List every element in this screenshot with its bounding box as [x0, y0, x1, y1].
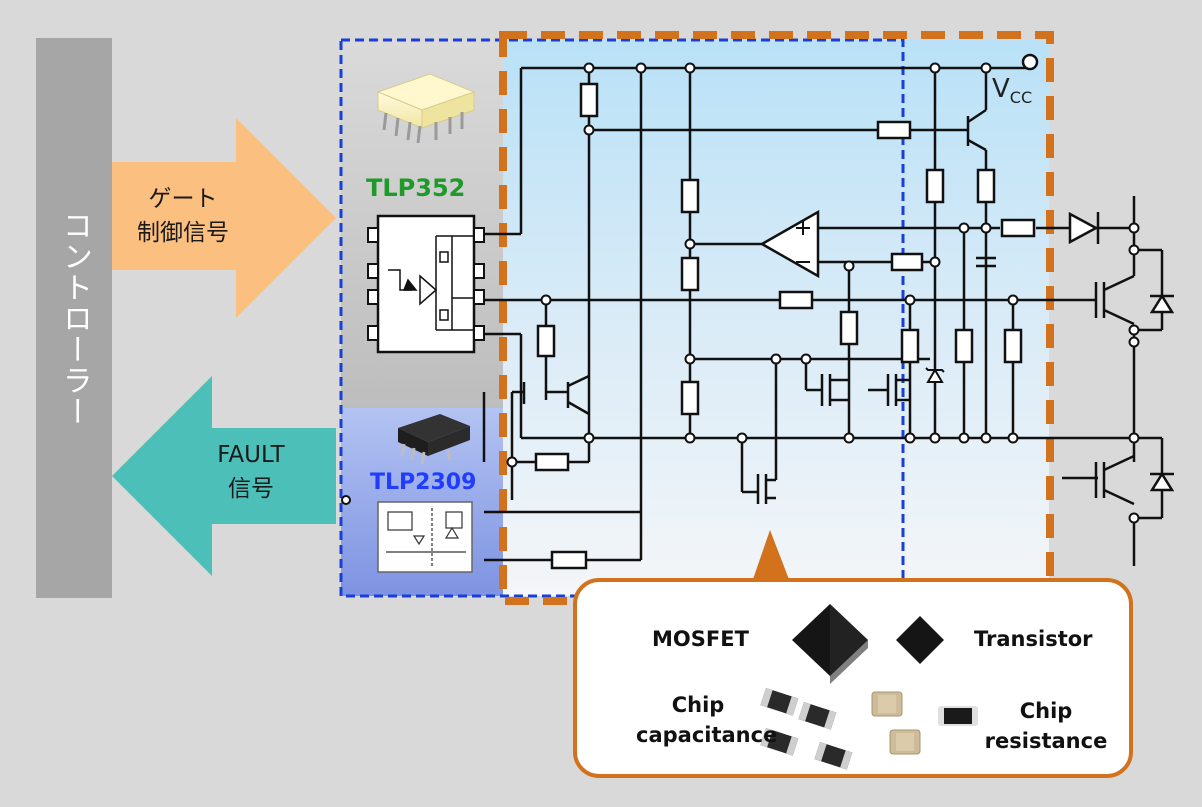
chip-resistor-image: [938, 706, 978, 726]
fault-signal-arrow: [112, 376, 336, 576]
tlp352-symbol: [367, 214, 485, 354]
tlp2309-package-image: [398, 414, 470, 465]
capacitor-symbol: [976, 256, 996, 268]
gate-signal-line1: ゲート: [148, 186, 218, 212]
gate-signal-line2: 制御信号: [137, 220, 229, 246]
transistor-package-image: [896, 616, 944, 664]
legend-chip-capacitance-line1: Chip: [671, 693, 725, 717]
legend-chip-resistance-line2: resistance: [984, 729, 1108, 753]
fault-signal-label: FAULT 信号: [196, 438, 306, 506]
igbt-high-side: [1086, 274, 1175, 326]
resistor-symbols: [534, 82, 1036, 570]
igbt-low-side: [1094, 454, 1175, 506]
legend-pointer: [752, 530, 790, 582]
fault-signal-line2: 信号: [228, 476, 274, 502]
legend-mosfet-label: MOSFET: [652, 627, 749, 651]
mosfet-package-image: [792, 604, 868, 684]
legend-chip-resistance-label: Chip resistance: [984, 696, 1108, 756]
tlp2309-label: TLP2309: [370, 470, 477, 495]
junction-nodes: [341, 53, 1140, 524]
tlp2309-symbol: [377, 501, 473, 573]
legend-chip-resistance-line1: Chip: [1019, 699, 1073, 723]
controller-bar: [36, 38, 112, 598]
fault-signal-line1: FAULT: [217, 442, 285, 468]
tlp352-label: TLP352: [366, 174, 466, 202]
legend-chip-capacitance-label: Chip capacitance: [636, 690, 778, 750]
chip-capacitor-images: [760, 688, 921, 770]
legend-chip-capacitance-line2: capacitance: [636, 723, 778, 747]
legend-box: [573, 578, 1133, 778]
gate-signal-arrow: [112, 118, 336, 318]
vcc-sub: CC: [1009, 88, 1033, 108]
controller-label: コントローラー: [57, 209, 92, 427]
zener-diode-symbol: [925, 367, 945, 383]
gate-signal-label: ゲート 制御信号: [128, 182, 238, 250]
vcc-label: VCC: [992, 74, 1032, 107]
bipolar-transistors: [512, 108, 987, 416]
legend-transistor-label: Transistor: [974, 627, 1093, 651]
opamp-symbol: [759, 209, 820, 279]
optocoupler-dashed-border: [339, 38, 905, 598]
circuit-wiring: [482, 66, 1164, 566]
vcc-main: V: [992, 74, 1010, 104]
mosfet-symbols: [742, 374, 910, 504]
gate-diode-symbol: [1068, 211, 1100, 245]
tlp352-package-image: [376, 73, 476, 144]
circuit-panel: [503, 40, 1049, 596]
